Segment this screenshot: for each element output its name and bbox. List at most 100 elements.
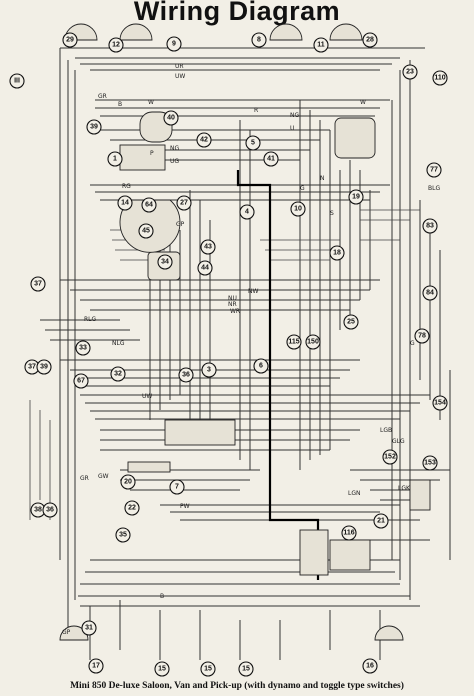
callout-circle	[120, 474, 136, 490]
callout-circle	[422, 218, 438, 234]
wire-code: GP	[176, 221, 185, 228]
wire-code: N	[320, 175, 325, 182]
diagram-title: Wiring Diagram	[133, 0, 341, 26]
callout-number: 8	[257, 37, 261, 44]
callout-circle	[341, 525, 357, 541]
callout-circle	[362, 32, 378, 48]
wire-code: NLG	[112, 340, 125, 347]
callout-number: 10	[294, 206, 302, 213]
callout-number: 29	[66, 37, 74, 44]
callout-number: 150	[307, 339, 319, 346]
callout-number: 67	[77, 378, 85, 385]
callout-circle	[42, 502, 58, 518]
callout-circle	[86, 119, 102, 135]
callout-circle	[138, 223, 154, 239]
callout-number: 36	[46, 507, 54, 514]
callout-circle	[30, 276, 46, 292]
callout-circle	[169, 479, 185, 495]
wire-code: NG	[290, 112, 299, 119]
wire-code: PW	[180, 503, 190, 510]
wire-code: GR	[80, 475, 89, 482]
callout-circle	[196, 132, 212, 148]
wire-code: UW	[175, 73, 185, 80]
callout-number: 3	[207, 367, 211, 374]
callout-circle	[238, 661, 254, 677]
wire-code: G	[410, 340, 415, 347]
callout-circle	[62, 32, 78, 48]
wire-code: NR	[228, 301, 237, 308]
callout-circle	[81, 620, 97, 636]
callout-circle	[178, 367, 194, 383]
wire-code: B	[118, 101, 122, 108]
callout-number: 28	[366, 37, 374, 44]
callout-number: 77	[430, 167, 438, 174]
callout-number: 15	[242, 666, 250, 673]
wire-code: G	[300, 185, 305, 192]
callout-circle	[348, 189, 364, 205]
wire-code: WR	[230, 308, 240, 315]
callout-circle	[36, 359, 52, 375]
component-callouts: 29 12 9 8 11 28 III 110 23 39 40 1 42 5 …	[9, 32, 448, 677]
callout-circle	[329, 245, 345, 261]
wire-code: NG	[170, 145, 179, 152]
callout-circle	[251, 32, 267, 48]
callout-circle	[88, 658, 104, 674]
callout-number: 14	[121, 200, 129, 207]
callout-circle	[166, 36, 182, 52]
wire-code: UG	[170, 158, 179, 165]
callout-number: 35	[119, 532, 127, 539]
callout-circle	[422, 285, 438, 301]
callout-number: 64	[145, 202, 153, 209]
callout-number: 32	[114, 371, 122, 378]
callout-number: 33	[79, 345, 87, 352]
distributor-harness	[329, 539, 371, 571]
callout-circle	[422, 455, 438, 471]
callout-circle	[107, 151, 123, 167]
rear-lamp-shells	[59, 625, 404, 641]
callout-circle	[200, 661, 216, 677]
wire-code: UW	[142, 393, 152, 400]
wire-code: S	[330, 210, 334, 217]
callout-circle	[117, 195, 133, 211]
callout-number: 40	[167, 115, 175, 122]
callout-number: 23	[406, 69, 414, 76]
callout-number: 83	[426, 223, 434, 230]
callout-circle	[75, 340, 91, 356]
callout-number: 5	[251, 140, 255, 147]
callout-circle	[9, 73, 25, 89]
callout-number: 110	[434, 75, 445, 82]
relay-box	[409, 479, 431, 511]
callout-number: 116	[343, 530, 354, 537]
callout-number: 27	[180, 200, 188, 207]
callout-circle	[239, 204, 255, 220]
callout-number: 12	[112, 42, 120, 49]
wire-code: P	[150, 150, 154, 157]
callout-number: 17	[92, 663, 100, 670]
wire-code: LGN	[348, 490, 360, 497]
wire-code: W	[148, 99, 154, 106]
callout-circle	[200, 239, 216, 255]
callout-number: 44	[201, 265, 209, 272]
callout-number: 37	[28, 364, 36, 371]
callout-number: 9	[172, 41, 176, 48]
wire-code: LGK	[398, 485, 411, 492]
callout-circle	[414, 328, 430, 344]
callout-number: 39	[90, 124, 98, 131]
callout-number: 6	[259, 363, 263, 370]
callout-number: 39	[40, 364, 48, 371]
callout-number: 36	[182, 372, 190, 379]
wire-code: BLG	[428, 185, 440, 192]
callout-circle	[290, 201, 306, 217]
callout-number: 18	[333, 250, 341, 257]
callout-circle	[176, 195, 192, 211]
callout-number: 84	[426, 290, 434, 297]
callout-number: 19	[352, 194, 360, 201]
callout-circle	[426, 162, 442, 178]
fuse-box	[334, 117, 376, 159]
callout-circle	[432, 395, 448, 411]
wire-code: RG	[122, 183, 131, 190]
diagram-caption: Mini 850 De-luxe Saloon, Van and Pick-up…	[70, 681, 404, 691]
wire-code: GLG	[392, 438, 405, 445]
callout-circle	[313, 37, 329, 53]
